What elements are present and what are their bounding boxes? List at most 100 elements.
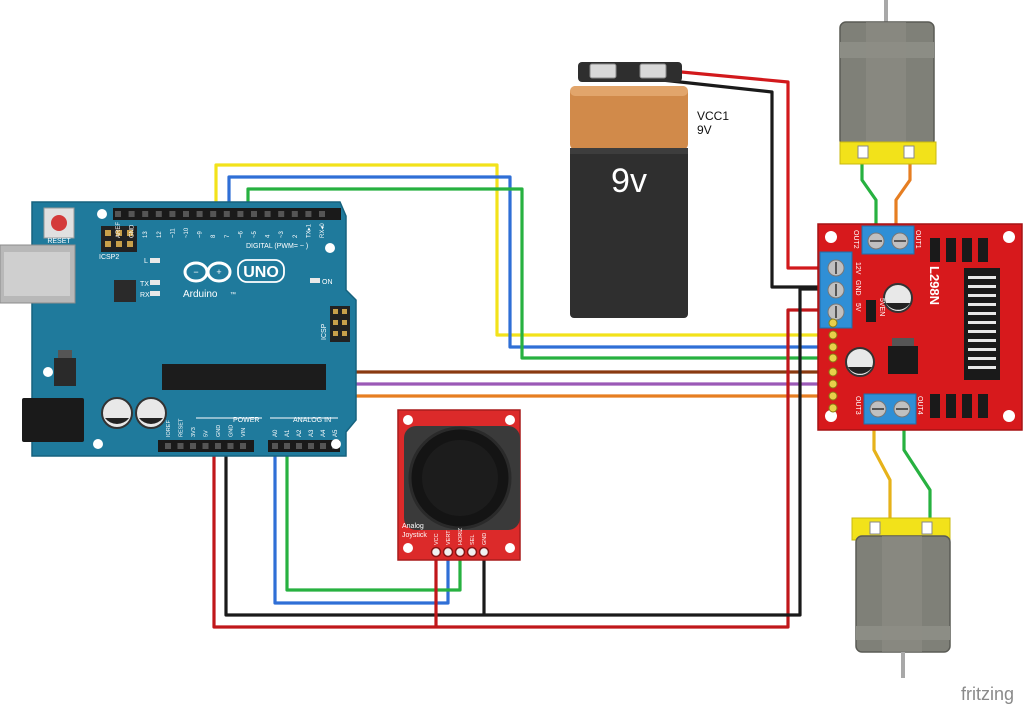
digital-pin-socket[interactable] — [155, 211, 162, 217]
driver-logic-pin[interactable] — [828, 342, 838, 352]
chip-label: L298N — [927, 266, 942, 305]
digital-pin-socket[interactable] — [305, 211, 312, 217]
joystick-pin[interactable] — [454, 546, 466, 558]
wire-green-motor1 — [860, 162, 878, 232]
on-label: ON — [322, 279, 333, 286]
digital-pin-label: 8 — [211, 234, 217, 238]
analog-pin-socket[interactable] — [308, 443, 314, 449]
fritzing-brand: fritzing — [961, 684, 1014, 704]
digital-pin-socket[interactable] — [115, 211, 121, 217]
icsp2-header — [101, 226, 137, 252]
joystick-pin[interactable] — [478, 546, 490, 558]
brand-label: Arduino — [183, 289, 218, 300]
analog-pin-label: A4 — [321, 429, 327, 437]
joystick-pin-label: VCC — [434, 533, 440, 545]
joystick-pin[interactable] — [430, 546, 442, 558]
battery-net-value: 9V — [697, 123, 712, 137]
analog-pin-socket[interactable] — [296, 443, 302, 449]
power-pin-label: 5V — [204, 430, 210, 437]
driver-logic-pin[interactable] — [828, 367, 838, 377]
digital-pin-socket[interactable] — [196, 211, 203, 217]
out3-label: OUT3 — [854, 396, 861, 415]
digital-pin-label: ~10 — [184, 227, 190, 238]
digital-pin-socket[interactable] — [319, 211, 325, 217]
joystick-name-line1: Analog — [402, 523, 424, 530]
joystick-pin[interactable] — [466, 546, 478, 558]
led-rx-label: RX — [140, 292, 150, 299]
l298n-motor-driver[interactable]: L298N OUT1 OUT2 OUT3 OUT4 12V GND 5V 5VE… — [817, 223, 1023, 431]
dc-motor-top[interactable] — [839, 0, 937, 165]
battery-terminal-negative — [589, 63, 617, 79]
out1-label: OUT1 — [914, 230, 921, 249]
analog-pin-label: A2 — [297, 429, 303, 437]
terminal-out3-out4 — [863, 393, 917, 425]
power-pin-socket[interactable] — [227, 443, 234, 449]
analog-pin-socket[interactable] — [272, 443, 278, 449]
dc-motor-bottom[interactable] — [851, 517, 951, 678]
power-label: POWER — [233, 417, 259, 424]
power-pin-socket[interactable] — [190, 443, 196, 449]
digital-pin-label: 13 — [143, 231, 149, 238]
driver-logic-pin[interactable] — [828, 353, 838, 363]
out2-label: OUT2 — [852, 230, 859, 249]
driver-logic-pin[interactable] — [828, 403, 838, 413]
power-pin-label: IOREF — [166, 420, 172, 437]
power-pin-socket[interactable] — [177, 443, 184, 449]
wire-green-pin7 — [246, 187, 830, 360]
model-label: UNO — [243, 264, 279, 281]
analog-pin-label: A5 — [333, 429, 339, 437]
battery-9v[interactable]: 9v — [570, 62, 688, 318]
analog-pin-label: A0 — [273, 429, 279, 437]
joystick-pin-label: SEL — [470, 535, 476, 545]
icsp2-label: ICSP2 — [99, 254, 119, 261]
analog-header — [268, 440, 340, 452]
driver-logic-pin[interactable] — [828, 391, 838, 401]
digital-pin-label: 7 — [225, 234, 231, 238]
joystick-pin[interactable] — [442, 546, 454, 558]
digital-pin-label: ~3 — [279, 230, 285, 238]
wire-blue-pin8 — [227, 175, 830, 349]
digital-pin-socket[interactable] — [169, 211, 176, 217]
l298n-heatsink — [964, 268, 1000, 380]
digital-pin-socket[interactable] — [264, 211, 271, 217]
v12-label: 12V — [854, 262, 861, 275]
power-pin-socket[interactable] — [202, 443, 209, 449]
digital-pin-socket[interactable] — [128, 211, 135, 217]
digital-pin-label: ~5 — [252, 230, 258, 238]
driver-capacitors — [845, 283, 913, 377]
power-pin-socket[interactable] — [165, 443, 171, 449]
analog-pin-socket[interactable] — [284, 443, 290, 449]
arduino-infinity-logo — [183, 261, 232, 283]
digital-pin-socket[interactable] — [251, 211, 257, 217]
power-pin-socket[interactable] — [215, 443, 221, 449]
uno-badge — [237, 259, 285, 283]
digital-pin-socket[interactable] — [237, 211, 244, 217]
digital-pin-socket[interactable] — [142, 211, 149, 217]
led-tx-label: TX — [140, 281, 149, 288]
digital-pin-socket[interactable] — [291, 211, 298, 217]
digital-pin-socket[interactable] — [183, 211, 189, 217]
joystick-name-line2: Joystick — [402, 532, 427, 539]
driver-logic-pin[interactable] — [828, 318, 838, 328]
analog-pin-socket[interactable] — [320, 443, 326, 449]
driver-logic-pin[interactable] — [828, 379, 838, 389]
driver-logic-pin[interactable] — [828, 330, 838, 340]
power-pin-socket[interactable] — [240, 443, 246, 449]
digital-pin-label: ~11 — [170, 228, 176, 238]
wire-orange-motor2 — [872, 420, 892, 520]
svg-text:+: + — [216, 267, 221, 277]
joystick-pin-label: VERT — [446, 530, 452, 545]
digital-pin-socket[interactable] — [278, 211, 285, 217]
digital-pin-label: ~9 — [198, 230, 204, 238]
reset-label: RESET — [47, 238, 71, 245]
digital-pin-label: RX◂0 — [320, 223, 326, 238]
power-pin-label: GND — [229, 425, 235, 437]
analog-label: ANALOG IN — [293, 417, 331, 424]
digital-pin-socket[interactable] — [210, 211, 217, 217]
digital-pin-socket[interactable] — [223, 211, 230, 217]
v5-label: 5V — [854, 303, 861, 312]
battery-net-name: VCC1 — [697, 109, 729, 123]
